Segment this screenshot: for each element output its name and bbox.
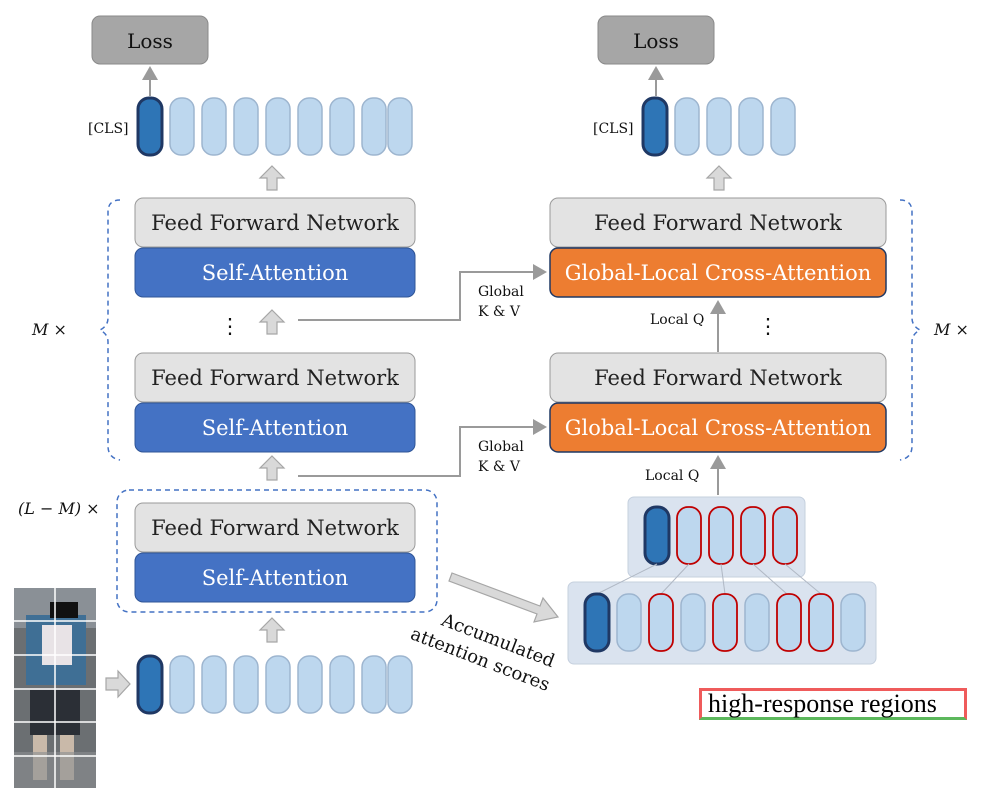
local-q-label-top: Local Q [650, 312, 704, 328]
selected-token [708, 506, 734, 565]
up-arrow-icon [705, 165, 733, 191]
token [297, 655, 323, 714]
right-arrow-icon [105, 669, 131, 699]
m-times-bracket-left [98, 199, 121, 461]
token [169, 655, 195, 714]
token [616, 593, 642, 652]
token [770, 97, 796, 156]
m-times-label-left: M × [31, 320, 67, 339]
ffn-block-right-top [549, 197, 887, 248]
m-times-bracket-right [899, 199, 922, 461]
token [265, 655, 291, 714]
loss-label-left: Loss [127, 29, 173, 53]
cls-token [641, 96, 669, 157]
token [329, 97, 355, 156]
token [361, 97, 387, 156]
token-row-top-left [136, 96, 413, 157]
cls-label-left: [CLS] [88, 121, 129, 137]
all-token-row [583, 592, 866, 653]
token [361, 655, 387, 714]
self-attention-block-left-top [134, 247, 416, 298]
selected-token [776, 593, 802, 652]
selected-token [772, 506, 798, 565]
local-q-label-bottom: Local Q [645, 468, 699, 484]
cross-attention-label: Global-Local Cross-Attention [565, 261, 872, 285]
token [265, 97, 291, 156]
cls-token [643, 505, 671, 566]
up-arrow-icon [258, 309, 286, 335]
lm-times-region [116, 489, 438, 613]
selection-lines [596, 563, 822, 595]
ffn-label: Feed Forward Network [594, 211, 842, 235]
cross-attention-label: Global-Local Cross-Attention [565, 416, 872, 440]
token [169, 97, 195, 156]
ffn-label: Feed Forward Network [151, 366, 399, 390]
loss-box-left [91, 15, 209, 65]
cls-token [583, 592, 611, 653]
token [680, 593, 706, 652]
token-row-bottom-left [136, 654, 413, 715]
up-arrow-icon [258, 617, 286, 643]
selected-token [808, 593, 834, 652]
ffn-block-right-bottom [549, 352, 887, 403]
global-label-bottom: Global [478, 439, 524, 455]
cross-attention-block-right-bottom [549, 402, 887, 453]
up-arrow-icon [258, 455, 286, 481]
high-response-regions-label: high-response regions [699, 688, 967, 720]
token [201, 655, 227, 714]
m-times-label-right: M × [933, 320, 969, 339]
token [233, 655, 259, 714]
token [201, 97, 227, 156]
loss-label-right: Loss [633, 29, 679, 53]
global-kv-connector-top [298, 264, 547, 321]
kv-label-bottom: K & V [478, 459, 521, 475]
selected-token [712, 593, 738, 652]
selected-token-row [643, 505, 798, 566]
token [387, 97, 413, 156]
token [387, 655, 413, 714]
up-arrow-icon [258, 165, 286, 191]
accumulated-attention-arrow-icon [448, 572, 560, 623]
token-row-top-right [641, 96, 796, 157]
cls-token [136, 654, 164, 715]
ffn-label: Feed Forward Network [594, 366, 842, 390]
ffn-block-left-top [134, 197, 416, 248]
self-attention-label: Self-Attention [202, 416, 349, 440]
lm-times-label: (L − M) × [18, 499, 100, 518]
token [329, 655, 355, 714]
self-attention-block-left-bottom [134, 552, 416, 603]
cls-token [136, 96, 164, 157]
global-kv-connector-bottom [298, 419, 547, 477]
ffn-block-left-bottom [134, 502, 416, 553]
self-attention-block-left-mid [134, 402, 416, 453]
person-image [14, 588, 96, 788]
ellipsis-right: ⋮ [758, 314, 779, 338]
token [840, 593, 866, 652]
kv-label-top: K & V [478, 304, 521, 320]
ffn-label: Feed Forward Network [151, 211, 399, 235]
selected-token [740, 506, 766, 565]
selected-token [648, 593, 674, 652]
ffn-label: Feed Forward Network [151, 516, 399, 540]
cross-attention-block-right-top [549, 247, 887, 298]
token [297, 97, 323, 156]
self-attention-label: Self-Attention [202, 566, 349, 590]
token [706, 97, 732, 156]
token [744, 593, 770, 652]
loss-box-right [597, 15, 715, 65]
selected-token [676, 506, 702, 565]
ellipsis-left: ⋮ [220, 314, 241, 338]
ffn-block-left-mid [134, 352, 416, 403]
global-label-top: Global [478, 284, 524, 300]
cls-label-right: [CLS] [593, 121, 634, 137]
token [674, 97, 700, 156]
token [233, 97, 259, 156]
token [738, 97, 764, 156]
self-attention-label: Self-Attention [202, 261, 349, 285]
